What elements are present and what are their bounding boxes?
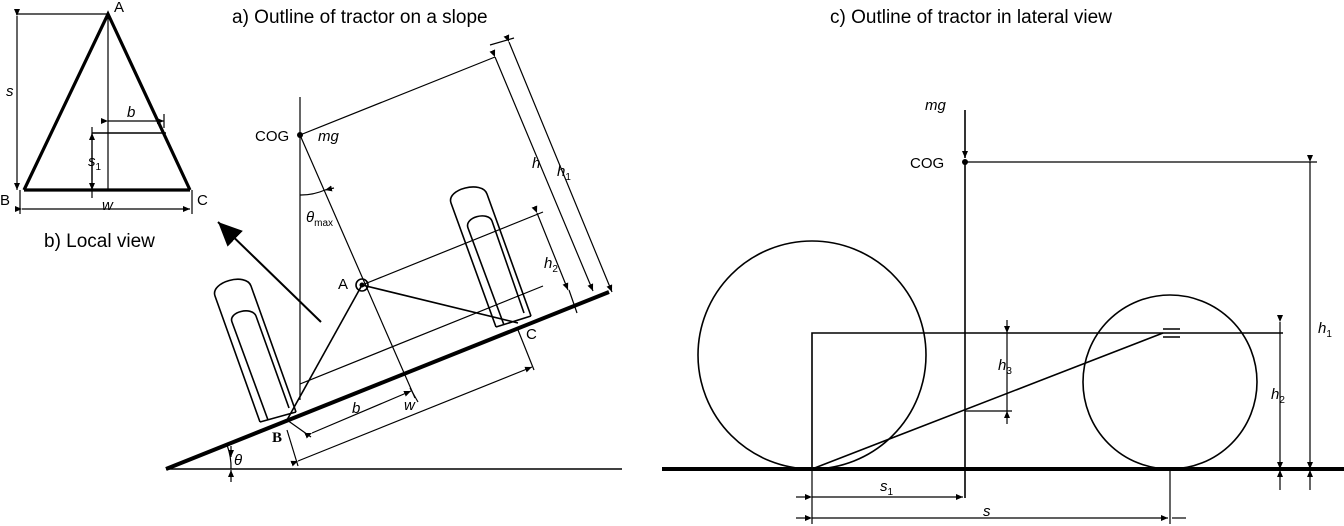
- local-label-s1: s1: [88, 153, 102, 173]
- local-label-b: B: [0, 192, 10, 209]
- slope-theta-max-arrow: [324, 185, 335, 192]
- lateral-diagonal-link: [811, 332, 1164, 470]
- slope-label-theta-max: θmax: [306, 209, 333, 229]
- title-local-view: b) Local view: [44, 231, 155, 252]
- slope-right-wheel-outer: [449, 186, 532, 328]
- slope-pivot-a-outer: [355, 278, 369, 292]
- local-view-diagram: A B C s b w s1: [0, 0, 208, 214]
- slope-dim-h1: [503, 34, 613, 293]
- slope-label-h1: h1: [557, 163, 571, 183]
- slope-left-wheel-inner: [230, 310, 290, 421]
- slope-label-mg: mg: [318, 128, 339, 145]
- slope-label-cog: COG: [255, 128, 289, 145]
- lateral-label-cog: COG: [910, 155, 944, 172]
- slope-dim-b: [304, 390, 412, 439]
- lateral-label-s1: s1: [880, 478, 894, 498]
- lateral-chassis-outline: [811, 332, 1283, 469]
- title-slope-view: a) Outline of tractor on a slope: [232, 7, 488, 28]
- local-label-c: C: [197, 192, 208, 209]
- lateral-view-diagram: mg COG h1 h2 h3 s1 s: [662, 97, 1344, 524]
- slope-tilted-axis: [299, 134, 416, 399]
- local-triangle-sides: [22, 10, 192, 191]
- slope-triangle-side-ac: [361, 284, 519, 324]
- local-label-b-dim: b: [127, 104, 135, 121]
- lateral-label-h2: h2: [1271, 386, 1285, 406]
- lateral-front-wheel: [1082, 294, 1258, 470]
- slope-w-ext-left: [286, 429, 299, 467]
- slope-left-wheel-outer: [213, 278, 297, 423]
- slope-dim-w: [290, 366, 533, 467]
- slope-b-ext: [286, 419, 312, 438]
- slope-label-a: A: [338, 276, 348, 293]
- slope-label-b: B: [272, 430, 282, 446]
- slope-triangle-side-ab: [286, 284, 363, 421]
- slope-label-theta: θ: [234, 452, 242, 469]
- slope-label-w: w: [404, 397, 416, 414]
- lateral-label-s: s: [983, 503, 991, 520]
- slope-h-ext-top: [299, 56, 496, 136]
- title-lateral-view: c) Outline of tractor in lateral view: [830, 7, 1112, 28]
- local-label-w: w: [102, 197, 114, 214]
- local-label-a: A: [114, 0, 124, 16]
- slope-w-ext-right: [517, 329, 535, 371]
- slope-dim-h2: [531, 205, 569, 291]
- lateral-label-h3: h3: [998, 357, 1012, 377]
- slope-h2-ext-bottom: [568, 289, 578, 314]
- slope-label-h2: h2: [544, 255, 558, 275]
- view-direction-arrow: [217, 221, 322, 323]
- slope-view-diagram: COG mg θmax θ A B C h h1 h2 b w: [165, 34, 622, 482]
- lateral-label-mg: mg: [925, 97, 946, 114]
- slope-label-b-dim: b: [352, 400, 360, 417]
- local-label-s: s: [6, 83, 14, 100]
- slope-theta-max-arc: [299, 189, 326, 196]
- lateral-label-h1: h1: [1318, 320, 1332, 340]
- slope-label-h: h: [532, 155, 540, 172]
- slope-label-c: C: [526, 326, 537, 343]
